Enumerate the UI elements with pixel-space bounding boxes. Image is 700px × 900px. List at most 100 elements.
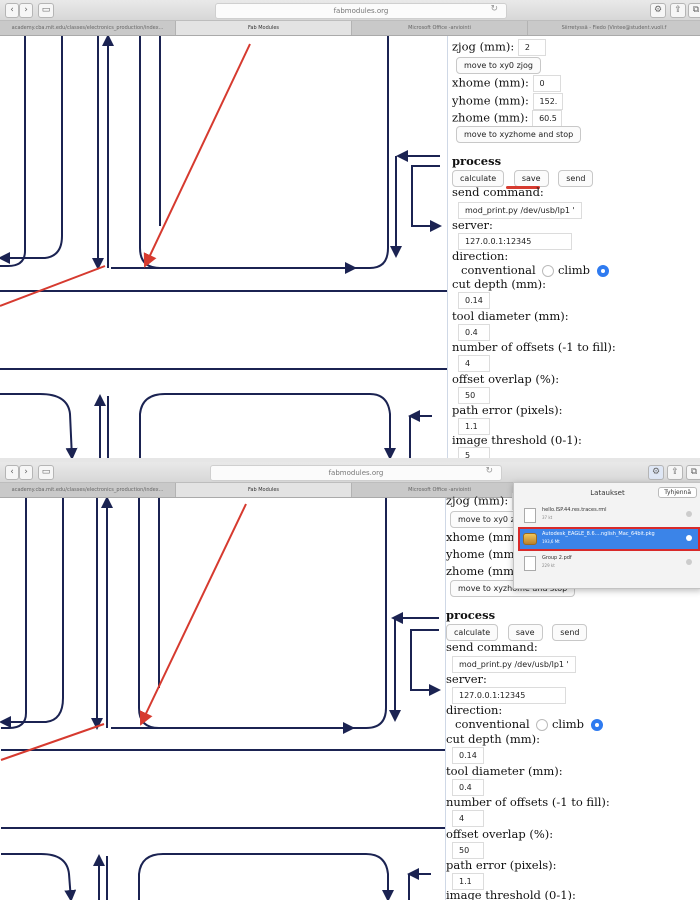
zhome-label: zhome (mm): [452,110,529,125]
cut-depth-input[interactable]: 0.14 [458,292,490,309]
tool-diameter-label: tool diameter (mm): [446,764,563,778]
download-item-selected[interactable]: Autodesk_EAGLE_8.6....nglish_Mac_64bit.p… [518,527,700,551]
conventional-label: conventional [455,717,530,731]
threshold-input[interactable]: 5 [458,447,490,458]
sidebar-icon[interactable]: ▭ [38,3,54,18]
climb-radio[interactable] [596,265,609,277]
back-button[interactable]: ‹ [5,3,19,18]
toolpath-canvas [0,36,447,458]
send-command-label: send command: [452,185,544,199]
offsets-label: number of offsets (-1 to fill): [452,340,616,354]
download-name: hello.ISP.44.res.traces.rml [542,507,607,513]
zjog-label: zjog (mm): [452,39,515,54]
overlap-label: offset overlap (%): [446,827,554,841]
share-icon[interactable]: ⇪ [670,3,686,18]
reload-icon[interactable]: ↻ [485,466,493,476]
xhome-input[interactable]: 0 [532,75,561,92]
show-in-finder-icon[interactable] [686,535,692,541]
offsets-input[interactable]: 4 [458,355,490,372]
send-button[interactable]: send [558,170,594,187]
tab-student[interactable]: Siirretyssä - Fiedo (Vintee@student.vuol… [528,21,700,35]
offsets-input[interactable]: 4 [452,810,484,827]
zhome-input[interactable]: 60.5 [532,110,563,127]
toolpath-segment [0,36,26,267]
save-button[interactable]: save [507,624,543,641]
zjog-input[interactable]: 2 [517,39,546,56]
tab-academy[interactable]: academy.cba.mit.edu/classes/electronics_… [0,21,176,35]
send-command-input[interactable]: mod_print.py /dev/usb/lp1 ' [458,202,582,219]
threshold-label: image threshold (0-1): [446,888,576,900]
path-error-input[interactable]: 1.1 [458,418,490,435]
show-in-finder-icon[interactable] [686,511,692,517]
toolpath-segment [0,36,63,264]
reload-icon[interactable]: ↻ [490,4,498,14]
tool-diameter-label: tool diameter (mm): [452,309,569,323]
tool-diameter-input[interactable]: 0.4 [452,779,484,796]
show-in-finder-icon[interactable] [686,559,692,565]
yhome-label: yhome (mm): [446,547,523,561]
annotation-arrow [143,43,251,268]
send-command-input[interactable]: mod_print.py /dev/usb/lp1 ' [452,656,576,673]
tab-fab-modules[interactable]: Fab Modules [176,483,352,497]
server-label: server: [452,218,493,232]
download-name: Group 2.pdf [542,555,572,561]
address-bar[interactable]: fabmodules.org ↻ [215,3,507,19]
forward-button[interactable]: › [19,465,33,480]
toolpath-canvas [0,498,446,900]
browser-toolbar: ‹ › ▭ fabmodules.org ↻ ⚙ ⇪ ⧉ [0,462,700,483]
overlap-input[interactable]: 50 [452,842,484,859]
tabs-icon[interactable]: ⧉ [688,3,700,18]
annotation-arrow [139,503,247,726]
download-size: 229 kt [542,563,555,568]
calculate-button[interactable]: calculate [452,170,505,187]
path-error-label: path error (pixels): [446,858,557,872]
yhome-label: yhome (mm): [452,93,529,108]
download-item[interactable]: Group 2.pdf 229 kt [520,553,698,573]
clear-downloads-button[interactable]: Tyhjennä [658,487,697,498]
panel-divider [445,498,446,900]
cut-depth-label: cut depth (mm): [446,732,540,746]
back-button[interactable]: ‹ [5,465,19,480]
toolpath-segment [0,498,64,728]
path-error-input[interactable]: 1.1 [452,873,484,890]
toolpath-segment [411,165,442,232]
tabs-icon[interactable]: ⧉ [686,465,700,480]
send-command-label: send command: [446,640,538,654]
downloads-popover: Lataukset Tyhjennä hello.ISP.44.res.trac… [513,482,700,589]
cut-depth-input[interactable]: 0.14 [452,747,484,764]
address-text: fabmodules.org [328,469,384,477]
move-to-xy0-button[interactable]: move to xy0 zjog [456,57,541,74]
screenshot-bottom: ‹ › ▭ fabmodules.org ↻ ⚙ ⇪ ⧉ academy.cba… [0,462,700,900]
server-input[interactable]: 127.0.0.1:12345 [452,687,566,704]
move-to-xyzhome-button[interactable]: move to xyzhome and stop [456,126,582,143]
tool-diameter-input[interactable]: 0.4 [458,324,490,341]
tab-office[interactable]: Microsoft Office -arviointi [352,21,528,35]
yhome-input[interactable]: 152. [532,93,563,110]
toolpath-segment [138,853,394,900]
overlap-input[interactable]: 50 [458,387,490,404]
download-item[interactable]: hello.ISP.44.res.traces.rml 37 kt [520,505,698,525]
download-size: 37 kt [542,515,553,520]
server-label: server: [446,672,487,686]
climb-radio[interactable] [590,719,603,731]
xhome-label: xhome (mm): [446,530,523,544]
address-bar[interactable]: fabmodules.org ↻ [210,465,502,481]
tab-fab-modules[interactable]: Fab Modules [176,21,352,35]
toolpath-segment [139,36,389,269]
conventional-radio[interactable] [536,719,549,731]
offsets-label: number of offsets (-1 to fill): [446,795,610,809]
xhome-label: xhome (mm): [452,75,529,90]
move-to-xy0-button[interactable]: move to xy0 zj [450,511,525,528]
tab-academy[interactable]: academy.cba.mit.edu/classes/electronics_… [0,483,176,497]
panel-divider [447,36,448,458]
share-icon[interactable]: ⇪ [667,465,683,480]
sidebar-icon[interactable]: ▭ [38,465,54,480]
file-icon [524,508,536,523]
calculate-button[interactable]: calculate [446,624,499,641]
send-button[interactable]: send [552,624,588,641]
conventional-radio[interactable] [542,265,555,277]
downloads-icon[interactable]: ⚙ [648,465,664,480]
server-input[interactable]: 127.0.0.1:12345 [458,233,572,250]
forward-button[interactable]: › [19,3,33,18]
downloads-icon[interactable]: ⚙ [650,3,666,18]
